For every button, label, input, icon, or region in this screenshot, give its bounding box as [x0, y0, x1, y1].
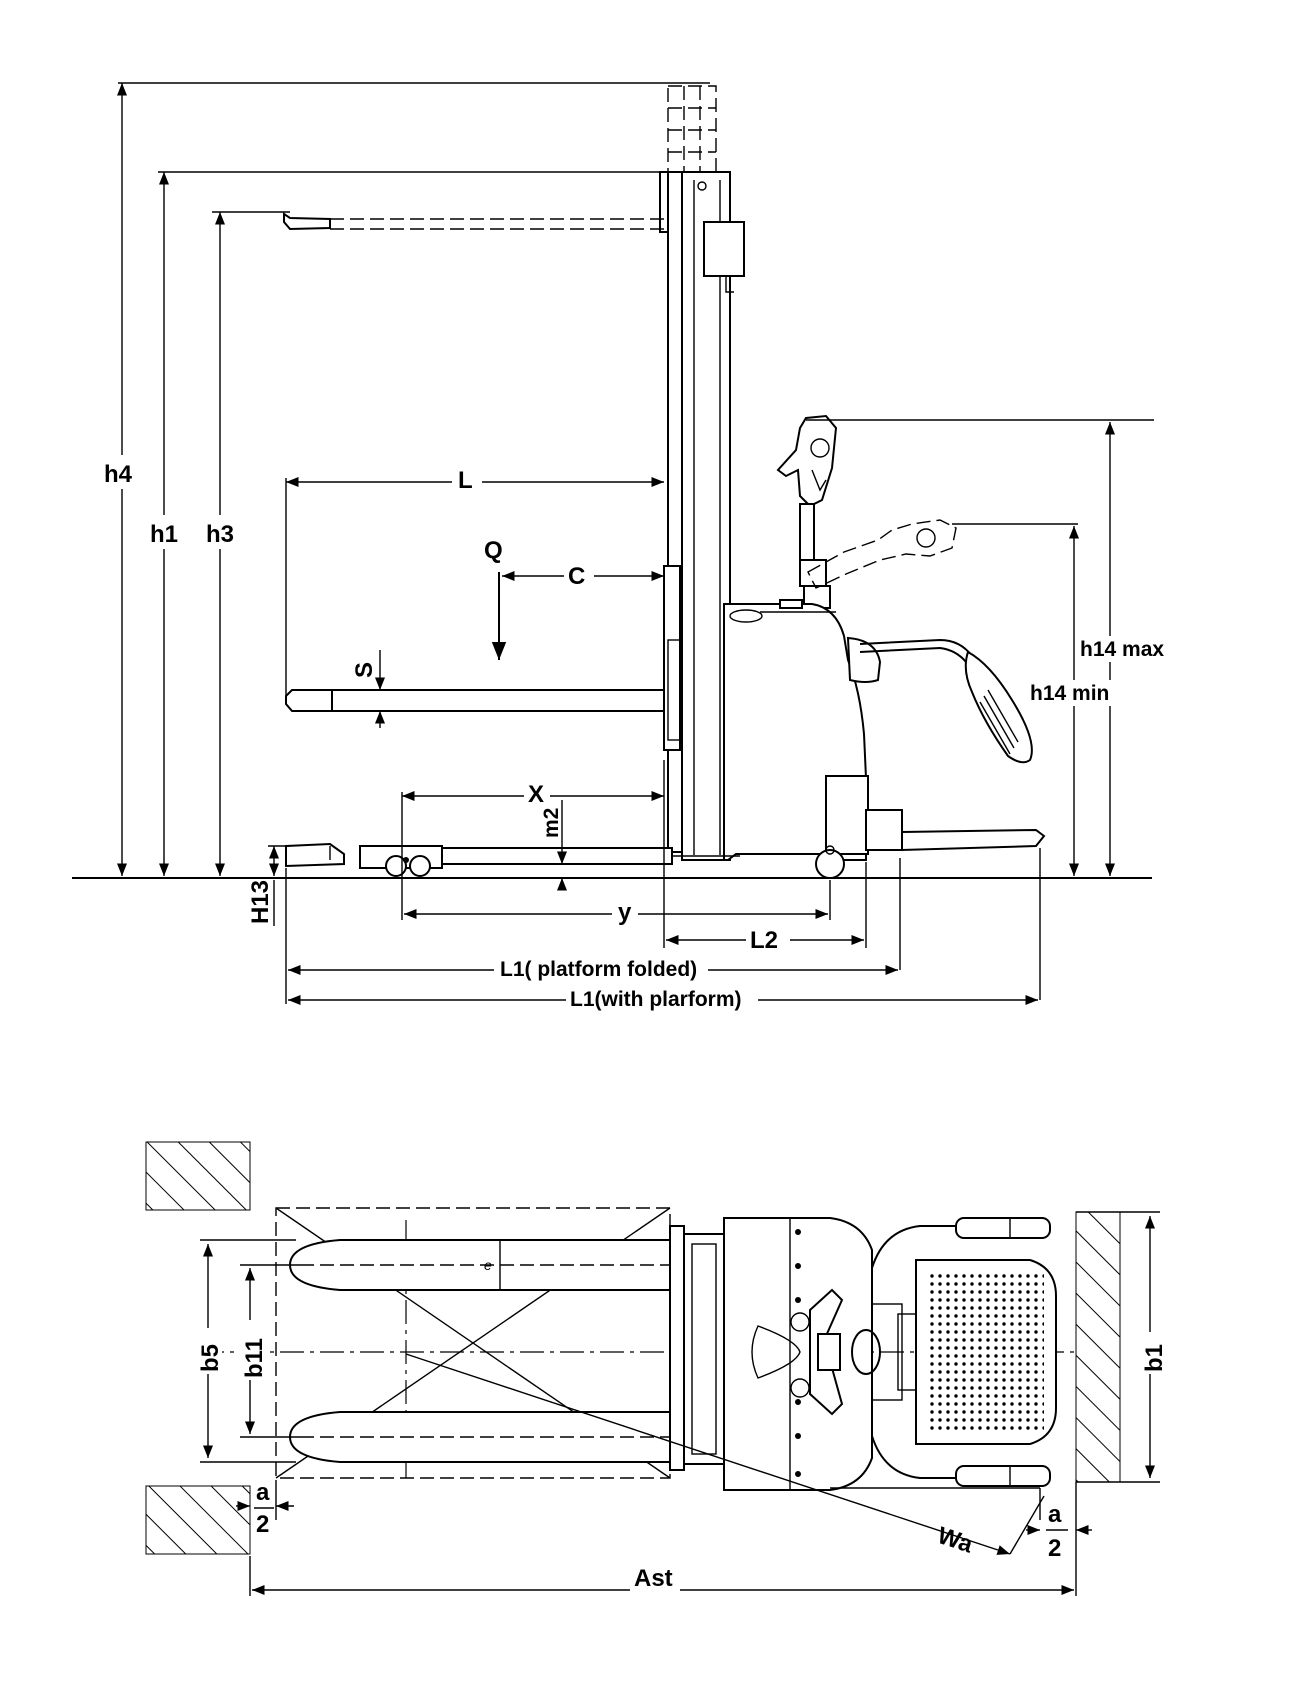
S-dimension: S — [351, 650, 386, 728]
b1-dimension: b1 — [1136, 1216, 1168, 1478]
m2-label: m2 — [540, 808, 563, 838]
h1-dimension: h1 — [146, 171, 710, 876]
H13-dimension: H13 — [247, 845, 290, 926]
fork-left: e — [288, 1239, 671, 1291]
h4-dimension: h4 — [100, 82, 710, 876]
top-view: e — [145, 1141, 1168, 1596]
L1-folded-label: L1( platform folded) — [500, 958, 697, 981]
Ast-dimension: Ast — [252, 1560, 1074, 1596]
H13-label: H13 — [247, 880, 274, 924]
b11-dimension: b11 — [236, 1264, 300, 1438]
a-right-label: a — [1048, 1501, 1062, 1528]
side-view: h4 h1 h3 — [72, 82, 1176, 1014]
wall-bottom-left — [145, 1485, 251, 1555]
h14-max-label: h14 max — [1080, 638, 1164, 661]
L1-folded-dimension: L1( platform folded) — [285, 868, 898, 1004]
two-right-label: 2 — [1048, 1535, 1061, 1562]
y-dimension: y — [404, 760, 831, 948]
y-label: y — [618, 899, 632, 926]
a-half-right: a 2 — [1026, 1482, 1092, 1596]
b11-label: b11 — [241, 1338, 268, 1378]
Wa-label: Wa — [934, 1522, 976, 1559]
platform — [899, 828, 1046, 1000]
h14-dimensions: h14 max h14 min — [1028, 422, 1176, 876]
m2-dimension: m2 — [540, 800, 568, 891]
Q-label: Q — [484, 537, 503, 564]
fork-raised — [283, 171, 679, 233]
X-dimension: X — [401, 776, 664, 920]
wall-top-left — [145, 1141, 251, 1211]
mast-extended — [667, 85, 717, 177]
a-left-label: a — [256, 1479, 270, 1506]
X-label: X — [528, 781, 544, 808]
tiller-raised — [776, 414, 1154, 609]
L2-label: L2 — [750, 927, 778, 954]
L-dimension: L — [285, 462, 664, 700]
top-chassis — [669, 1217, 903, 1491]
truck-body — [723, 599, 903, 861]
L1-with-platform-label: L1(with plarform) — [570, 988, 742, 1011]
top-platform — [871, 1217, 1057, 1487]
L2-dimension: L2 — [666, 862, 867, 956]
fork-right — [288, 1411, 671, 1463]
tiller-lowered — [859, 638, 1033, 764]
h3-label: h3 — [206, 521, 234, 548]
wall-right — [1075, 1211, 1121, 1483]
tiller-mid — [807, 519, 1078, 589]
two-left-label: 2 — [256, 1511, 269, 1538]
a-half-left: a 2 — [236, 1479, 294, 1596]
load-center: Q C — [484, 537, 664, 660]
h3-dimension: h3 — [202, 211, 290, 876]
C-label: C — [568, 563, 585, 590]
h4-label: h4 — [104, 461, 133, 488]
h1-label: h1 — [150, 521, 178, 548]
b5-dimension: b5 — [194, 1239, 296, 1463]
h14-min-label: h14 min — [1030, 682, 1109, 705]
fork-lowered — [285, 565, 681, 751]
b1-label: b1 — [1141, 1344, 1168, 1372]
S-label: S — [351, 662, 378, 678]
L1-with-platform-dimension: L1(with plarform) — [288, 982, 1038, 1014]
e-label: e — [484, 1257, 492, 1273]
L-label: L — [458, 467, 473, 494]
Ast-label: Ast — [634, 1565, 673, 1592]
b5-label: b5 — [197, 1344, 224, 1372]
